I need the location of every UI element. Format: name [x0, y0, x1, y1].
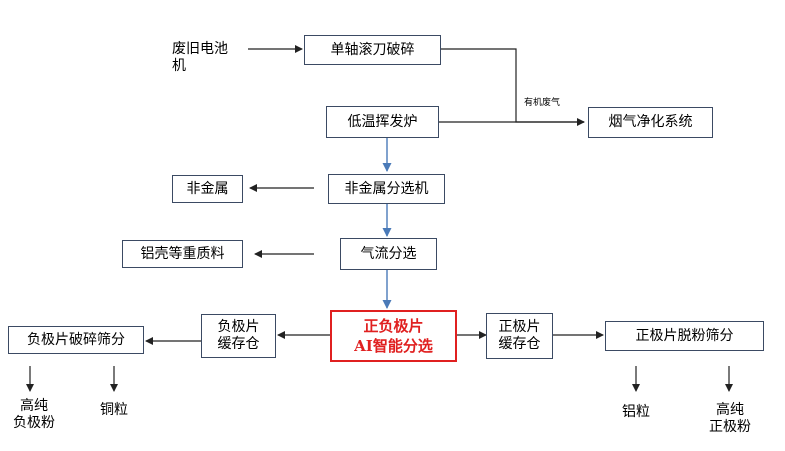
waste-battery-label: 废旧电池 机 — [172, 41, 228, 74]
ai-sort-line2: AI智能分选 — [354, 337, 433, 355]
negative-screen-box: 负极片破碎筛分 — [8, 326, 144, 354]
exhaust-gas-label: 有机废气 — [524, 98, 561, 108]
negative-powder-label: 高纯 负极粉 — [13, 398, 55, 431]
arrow-shredder-to-exhaust — [441, 48, 585, 126]
positive-powder-label: 高纯 正极粉 — [709, 402, 751, 435]
negative-buffer-box: 负极片 缓存仓 — [201, 314, 276, 358]
nonmetal-sort-box: 非金属分选机 — [328, 174, 445, 204]
ai-sort-line1: 正负极片 — [363, 317, 424, 335]
air-sort-box: 气流分选 — [340, 238, 437, 270]
furnace-box: 低温挥发炉 — [326, 106, 439, 138]
aluminum-label: 铝粒 — [622, 404, 650, 420]
exhaust-purify-box: 烟气净化系统 — [588, 107, 713, 138]
positive-screen-box: 正极片脱粉筛分 — [605, 321, 764, 351]
copper-label: 铜粒 — [100, 402, 128, 418]
heavy-material-box: 铝壳等重质料 — [122, 240, 243, 268]
ai-sort-box: 正负极片 AI智能分选 — [330, 310, 457, 362]
nonmetal-box: 非金属 — [172, 175, 243, 203]
positive-buffer-box: 正极片 缓存仓 — [486, 313, 553, 359]
shredder-box: 单轴滚刀破碎 — [304, 35, 441, 65]
